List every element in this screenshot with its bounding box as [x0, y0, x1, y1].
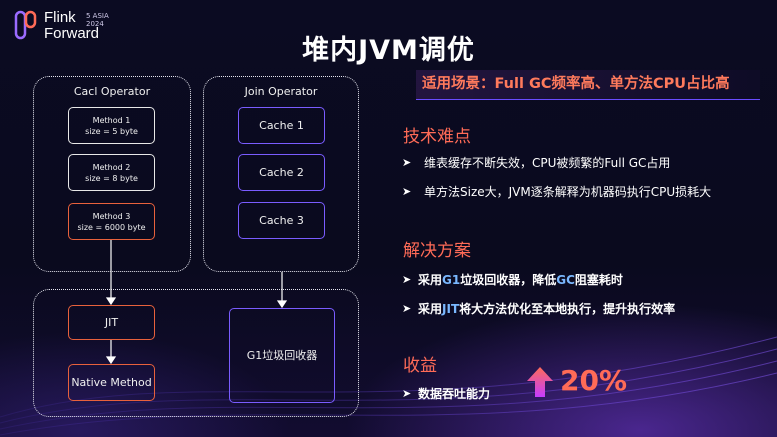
- benefit-heading: 收益: [403, 356, 437, 376]
- arrow-up-icon: [527, 367, 553, 397]
- solution-item-2-text: 采用JIT将大方法优化至本地执行，提升执行效率: [418, 302, 676, 316]
- cache-3-box: Cache 3: [238, 202, 325, 239]
- cache-2-box: Cache 2: [238, 154, 325, 191]
- method-2-size: size = 8 byte: [85, 173, 138, 183]
- jit-box: JIT: [68, 305, 155, 340]
- solution-heading: 解决方案: [403, 241, 471, 261]
- logo-sub: 5 ASIA 2024: [86, 12, 109, 28]
- flink-forward-logo: Flink Forward: [14, 10, 99, 42]
- chevron-right-icon: ➤: [402, 185, 412, 198]
- difficulty-heading: 技术难点: [403, 127, 471, 147]
- solution-item-2: ➤ 采用JIT将大方法优化至本地执行，提升执行效率: [402, 300, 675, 317]
- slide-title: 堆内JVM调优: [302, 35, 475, 66]
- benefit-percentage: 20%: [560, 364, 628, 397]
- calc-operator-container: [33, 76, 191, 272]
- flink-logo-icon: [14, 10, 37, 40]
- method-2-name: Method 2: [92, 162, 131, 172]
- difficulty-item-1: ➤ 维表缓存不断失效，CPU被频繁的Full GC占用: [402, 154, 670, 171]
- difficulty-item-1-text: 维表缓存不断失效，CPU被频繁的Full GC占用: [424, 156, 671, 170]
- logo-sub1: 5 ASIA: [86, 12, 109, 20]
- join-operator-container: [203, 76, 359, 272]
- solution-item-1: ➤ 采用G1垃圾回收器，降低GC阻塞耗时: [402, 271, 623, 288]
- solution-item-1-text: 采用G1垃圾回收器，降低GC阻塞耗时: [418, 273, 623, 287]
- chevron-right-icon: ➤: [402, 156, 412, 169]
- benefit-item: ➤ 数据吞吐能力: [402, 385, 490, 402]
- method-2-box: Method 2 size = 8 byte: [68, 154, 155, 191]
- calc-operator-label: Cacl Operator: [73, 85, 151, 98]
- benefit-item-text: 数据吞吐能力: [418, 387, 491, 401]
- method-3-name: Method 3: [92, 211, 131, 221]
- method-3-size: size = 6000 byte: [77, 222, 146, 232]
- method-1-name: Method 1: [92, 115, 131, 125]
- method-1-size: size = 5 byte: [85, 126, 138, 136]
- difficulty-item-2: ➤ 单方法Size大，JVM逐条解释为机器码执行CPU损耗大: [402, 183, 711, 200]
- chevron-right-icon: ➤: [402, 387, 412, 400]
- logo-sub2: 2024: [86, 20, 104, 28]
- logo-line1: Flink: [44, 9, 76, 26]
- native-method-box: Native Method: [68, 364, 155, 401]
- chevron-right-icon: ➤: [402, 273, 412, 286]
- logo-line2: Forward: [44, 25, 100, 42]
- join-operator-label: Join Operator: [244, 85, 318, 98]
- runtime-container: [33, 289, 359, 417]
- method-3-box: Method 3 size = 6000 byte: [68, 203, 155, 240]
- method-1-box: Method 1 size = 5 byte: [68, 107, 155, 144]
- g1-collector-box: G1垃圾回收器: [229, 308, 335, 403]
- difficulty-item-2-text: 单方法Size大，JVM逐条解释为机器码执行CPU损耗大: [424, 185, 712, 199]
- cache-1-box: Cache 1: [238, 107, 325, 144]
- scenario-banner: 适用场景：Full GC频率高、单方法CPU占比高: [416, 70, 760, 100]
- chevron-right-icon: ➤: [402, 302, 412, 315]
